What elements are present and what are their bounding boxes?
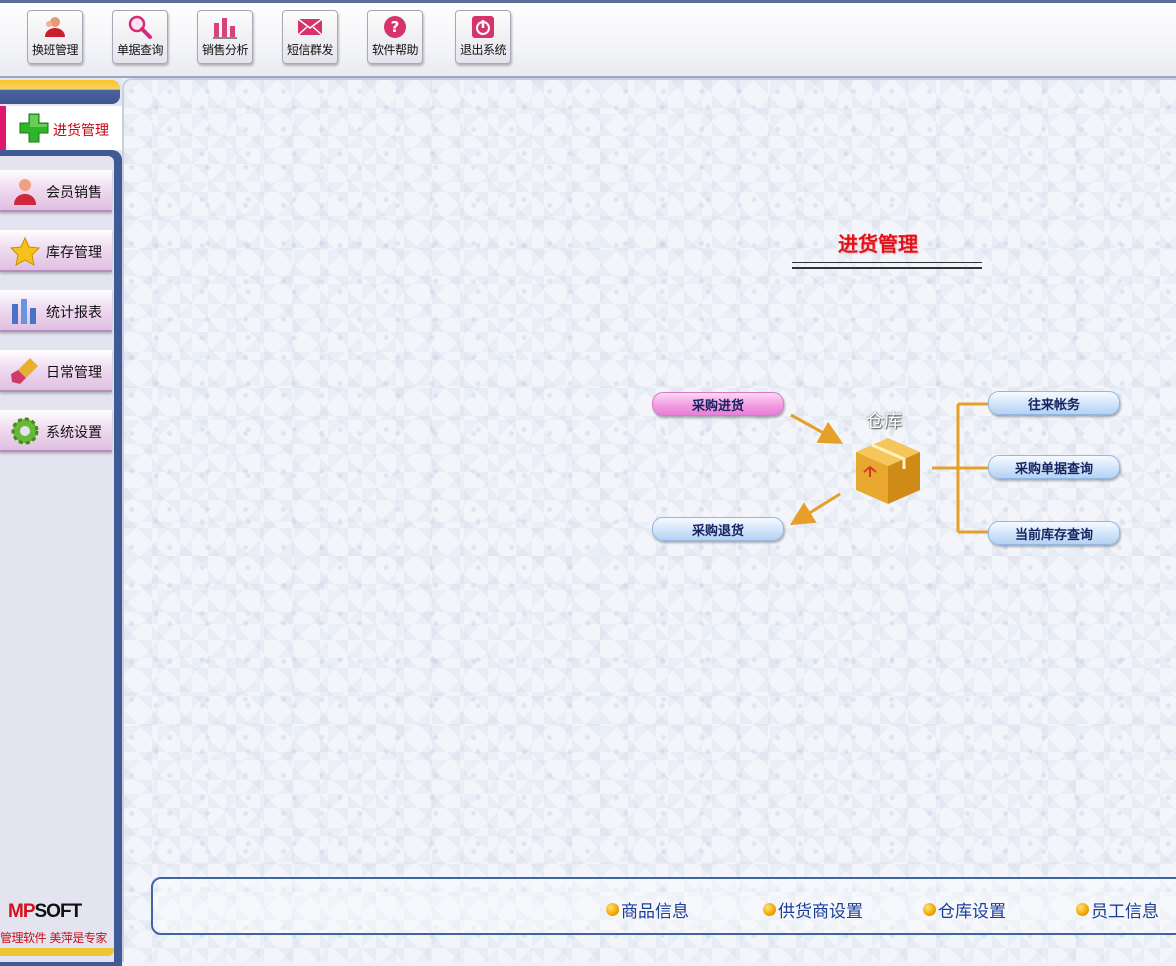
logo-mp: MP xyxy=(8,901,35,922)
brand-slogan: 管理软件 美萍是专家 xyxy=(0,931,107,945)
sidebar-inner: 会员销售 库存管理 统计报表 日常管理 系统设置 xyxy=(0,156,114,962)
purchase-return-button[interactable]: 采购退货 xyxy=(652,517,784,541)
left-sidebar: 进货管理 会员销售 库存管理 统计报表 日常管理 系统设置 xyxy=(0,78,122,966)
active-indicator xyxy=(0,106,6,150)
question-icon: ? xyxy=(382,15,408,39)
sidebar-item-label: 统计报表 xyxy=(46,305,102,321)
sms-broadcast-label: 短信群发 xyxy=(286,43,334,57)
footer-link-label: 商品信息 xyxy=(621,902,689,922)
brush-icon xyxy=(11,358,38,384)
sales-analysis-button[interactable]: 销售分析 xyxy=(197,10,253,64)
power-icon xyxy=(470,15,496,39)
top-toolbar: 换班管理 单据查询 销售分析 短信群发 ? 软件帮助 退出系统 xyxy=(0,0,1176,78)
current-inventory-query-button[interactable]: 当前库存查询 xyxy=(988,521,1120,545)
purchase-in-button[interactable]: 采购进货 xyxy=(652,392,784,416)
footer-link-staff[interactable]: 员工信息 xyxy=(1076,897,1159,922)
green-plus-icon xyxy=(19,113,49,143)
footer-link-label: 仓库设置 xyxy=(938,902,1006,922)
document-query-button[interactable]: 单据查询 xyxy=(112,10,168,64)
footer-link-label: 供货商设置 xyxy=(778,902,863,922)
document-query-label: 单据查询 xyxy=(116,43,164,57)
person-icon xyxy=(14,179,36,205)
footer-link-label: 员工信息 xyxy=(1091,902,1159,922)
footer-link-products[interactable]: 商品信息 xyxy=(606,897,689,922)
orange-bullet-icon xyxy=(923,903,936,916)
sidebar-item-member-sales[interactable]: 会员销售 xyxy=(0,170,112,212)
warehouse-box-icon xyxy=(856,438,920,504)
sales-analysis-label: 销售分析 xyxy=(201,43,249,57)
page-title: 进货管理 xyxy=(838,232,918,256)
sidebar-item-reports[interactable]: 统计报表 xyxy=(0,290,112,332)
sidebar-item-daily[interactable]: 日常管理 xyxy=(0,350,112,392)
purchase-document-query-button[interactable]: 采购单据查询 xyxy=(988,455,1120,479)
sidebar-item-settings[interactable]: 系统设置 xyxy=(0,410,112,452)
sidebar-frame: 会员销售 库存管理 统计报表 日常管理 系统设置 xyxy=(0,150,122,966)
sidebar-item-inventory[interactable]: 库存管理 xyxy=(0,230,112,272)
sidebar-item-label: 会员销售 xyxy=(46,185,102,201)
sidebar-item-purchase-management[interactable]: 进货管理 xyxy=(0,106,122,150)
sidebar-item-label: 系统设置 xyxy=(46,425,102,441)
magnifier-icon xyxy=(127,15,153,39)
arrow-in xyxy=(790,413,844,444)
envelope-icon xyxy=(297,15,323,39)
arrow-out xyxy=(789,492,841,526)
sidebar-item-label: 库存管理 xyxy=(46,245,102,261)
sidebar-bottom-bar xyxy=(0,948,114,956)
shift-management-button[interactable]: 换班管理 xyxy=(27,10,83,64)
bracket-connector xyxy=(932,402,988,534)
brand-logo: MPSOFT xyxy=(8,901,118,923)
shift-management-label: 换班管理 xyxy=(31,43,79,57)
orange-bullet-icon xyxy=(1076,903,1089,916)
accounts-button[interactable]: 往来帐务 xyxy=(988,391,1120,415)
title-underline xyxy=(792,262,982,269)
logo-soft: SOFT xyxy=(34,901,83,922)
sidebar-top-bar xyxy=(0,80,120,104)
bar-chart-icon xyxy=(12,299,36,324)
star-icon xyxy=(10,236,40,266)
exit-system-label: 退出系统 xyxy=(459,43,507,57)
users-icon xyxy=(42,15,68,39)
warehouse-label: 仓库 xyxy=(866,411,902,432)
sidebar-item-label: 日常管理 xyxy=(46,365,102,381)
svg-text:?: ? xyxy=(391,18,400,36)
sidebar-active-label: 进货管理 xyxy=(53,123,109,139)
footer-panel xyxy=(151,877,1176,935)
footer-link-suppliers[interactable]: 供货商设置 xyxy=(763,897,863,922)
sms-broadcast-button[interactable]: 短信群发 xyxy=(282,10,338,64)
exit-system-button[interactable]: 退出系统 xyxy=(455,10,511,64)
gear-icon xyxy=(11,417,39,445)
orange-bullet-icon xyxy=(763,903,776,916)
footer-link-warehouse[interactable]: 仓库设置 xyxy=(923,897,1006,922)
software-help-button[interactable]: ? 软件帮助 xyxy=(367,10,423,64)
bar-chart-icon xyxy=(212,15,238,39)
software-help-label: 软件帮助 xyxy=(371,43,419,57)
orange-bullet-icon xyxy=(606,903,619,916)
